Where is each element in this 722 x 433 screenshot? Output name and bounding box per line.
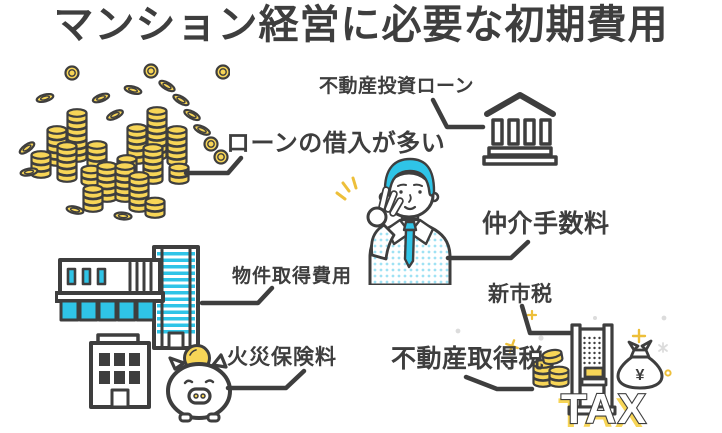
tower-door <box>167 331 185 350</box>
tie <box>402 220 418 269</box>
hair <box>383 157 436 198</box>
piggy-leg <box>178 412 193 423</box>
page-title: マンション経営に必要な初期費用 <box>53 3 669 47</box>
piggy-bank-illustration <box>166 344 232 423</box>
label-new-city-tax: 新市税 <box>488 283 553 306</box>
bank-step <box>487 146 553 157</box>
label-loan-note: ローンの借入が多い <box>226 130 446 157</box>
bank-roof <box>484 92 556 117</box>
tax-office-icon <box>567 323 617 416</box>
bank-icon <box>482 92 558 166</box>
ok-hand <box>366 186 404 228</box>
label-investment-loan: 不動産投資ローン <box>319 76 475 97</box>
sleeve <box>370 223 396 261</box>
tax-scene-illustration: TAX ¥ <box>526 309 672 433</box>
commercial-building-icon <box>55 258 165 322</box>
connector-property-cost <box>199 285 275 306</box>
piggy-face <box>183 379 215 405</box>
piggy-ear-left <box>168 356 186 371</box>
label-fire-insurance: 火災保険料 <box>227 346 337 369</box>
connector-acquisition-tax <box>463 374 535 392</box>
apartment-windows <box>99 353 140 384</box>
piggy-leg <box>206 412 221 423</box>
tax-base <box>567 405 617 416</box>
tax-dot-windows <box>583 336 601 365</box>
label-real-estate-acquisition-tax: 不動産取得税 <box>391 345 545 373</box>
label-property-acquisition-cost: 物件取得費用 <box>232 266 353 287</box>
apartment-building-icon <box>89 333 151 409</box>
sparkle-dot <box>455 328 461 334</box>
businessman-ok-illustration <box>335 157 452 285</box>
connector-fire-insurance <box>225 368 307 391</box>
tax-entrance-step <box>580 377 608 387</box>
coin-pile-illustration <box>16 63 230 222</box>
piggy-ear-right <box>211 353 228 369</box>
face-features <box>397 183 423 211</box>
storefront-windows <box>59 299 156 322</box>
bank-base <box>482 155 558 166</box>
connector-investment-loan <box>430 97 486 130</box>
label-brokerage-fee: 仲介手数料 <box>482 210 610 238</box>
coin-stacks <box>18 107 188 222</box>
bank-columns <box>491 118 552 146</box>
sparkle-lines <box>335 176 358 201</box>
money-bag-icon: ¥ <box>616 339 664 390</box>
yen-symbol: ¥ <box>636 367 645 384</box>
tax-entrance-awning <box>583 366 605 379</box>
apartment-door <box>110 388 130 409</box>
tax-caption: TAX <box>561 385 648 432</box>
buildings-illustration <box>55 245 200 409</box>
